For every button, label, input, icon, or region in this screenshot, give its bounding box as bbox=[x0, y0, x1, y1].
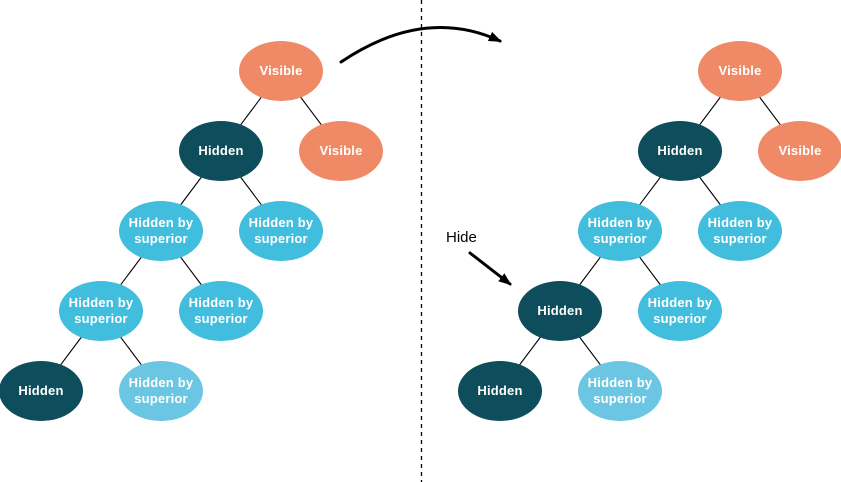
transform-arrow bbox=[339, 26, 502, 64]
tree-node: Visible bbox=[239, 41, 323, 101]
tree-node: Hidden bbox=[0, 361, 83, 421]
tree-node: Hidden by superior bbox=[59, 281, 143, 341]
tree-node: Hidden by superior bbox=[119, 201, 203, 261]
tree-node: Visible bbox=[698, 41, 782, 101]
tree-node: Hidden bbox=[179, 121, 263, 181]
tree-node: Hidden by superior bbox=[638, 281, 722, 341]
tree-node: Hidden bbox=[638, 121, 722, 181]
tree-node: Hidden by superior bbox=[698, 201, 782, 261]
tree-node: Hidden by superior bbox=[119, 361, 203, 421]
tree-node: Hidden by superior bbox=[179, 281, 263, 341]
tree-node: Hidden by superior bbox=[578, 201, 662, 261]
tree-node: Visible bbox=[758, 121, 841, 181]
tree-node: Hidden bbox=[518, 281, 602, 341]
hide-label: Hide bbox=[446, 229, 477, 246]
tree-node: Hidden by superior bbox=[239, 201, 323, 261]
tree-node: Hidden bbox=[458, 361, 542, 421]
hide-arrow bbox=[468, 251, 512, 286]
tree-node: Hidden by superior bbox=[578, 361, 662, 421]
tree-node: Visible bbox=[299, 121, 383, 181]
